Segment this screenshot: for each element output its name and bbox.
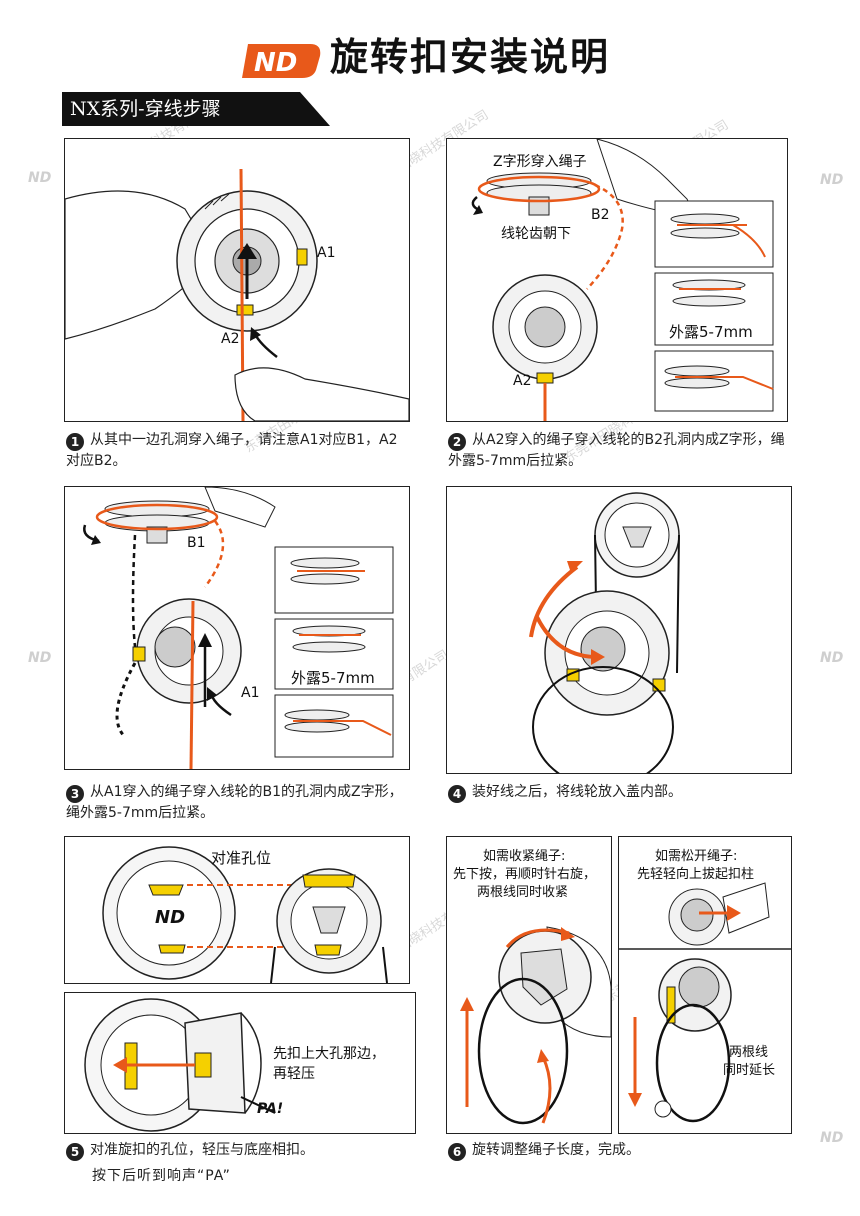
illustration-2 bbox=[471, 139, 774, 421]
label-loosen-title: 如需松开绳子: bbox=[655, 849, 738, 864]
illustration-5b bbox=[84, 998, 276, 1132]
step-3-illustration: B1 外露5-7mm A1 bbox=[64, 486, 410, 770]
illustration-5a: ND bbox=[102, 846, 388, 983]
logo-text: ND bbox=[254, 48, 297, 78]
step-number: 5 bbox=[66, 1143, 84, 1161]
label-tighten-result: 两根线同时收紧 bbox=[477, 885, 569, 900]
label-a1: A1 bbox=[241, 685, 260, 701]
label-press-first: 先扣上大孔那边， bbox=[273, 1046, 385, 1062]
step-5-note: 按下后听到响声“PA” bbox=[92, 1168, 231, 1184]
side-watermark: ND bbox=[28, 650, 52, 666]
logo-text: ND bbox=[155, 907, 185, 928]
label-gear-down: 线轮齿朝下 bbox=[501, 226, 571, 242]
illustration-3 bbox=[83, 487, 394, 769]
series-banner bbox=[62, 92, 330, 126]
side-watermark: ND bbox=[820, 1130, 844, 1146]
step-6-loosen-illustration: 如需松开绳子: 先轻轻向上拔起扣柱 两根线 同时延长 bbox=[618, 836, 792, 1134]
label-a2: A2 bbox=[221, 331, 240, 347]
step-2-illustration: Z字形穿入绳子 B2 线轮齿朝下 外露5-7mm A2 bbox=[446, 138, 788, 422]
label-loosen-step: 先轻轻向上拔起扣柱 bbox=[637, 867, 755, 882]
step-5-align-illustration: ND 对准孔位 bbox=[64, 836, 410, 984]
label-extend-line2: 同时延长 bbox=[723, 1063, 776, 1078]
step-6-tighten-illustration: 如需收紧绳子: 先下按，再顺时针右旋， 两根线同时收紧 bbox=[446, 836, 612, 1134]
brand-logo: ND bbox=[242, 44, 321, 78]
side-watermark: ND bbox=[820, 172, 844, 188]
illustration-1 bbox=[65, 168, 409, 421]
step-1-illustration: A1 A2 bbox=[64, 138, 410, 422]
label-align: 对准孔位 bbox=[211, 849, 272, 867]
illustration-6b bbox=[619, 882, 791, 1123]
step-5-press-illustration: 先扣上大孔那边， 再轻压 PA! bbox=[64, 992, 416, 1134]
label-press-then: 再轻压 bbox=[273, 1066, 315, 1082]
label-z-thread: Z字形穿入绳子 bbox=[493, 154, 587, 170]
label-tighten-title: 如需收紧绳子: bbox=[483, 849, 566, 864]
step-number: 3 bbox=[66, 785, 84, 803]
label-a1: A1 bbox=[317, 245, 336, 261]
step-number: 6 bbox=[448, 1143, 466, 1161]
page-title: 旋转扣安装说明 bbox=[330, 35, 611, 79]
step-number: 4 bbox=[448, 785, 466, 803]
label-b1: B1 bbox=[187, 535, 206, 551]
label-tighten-step: 先下按，再顺时针右旋， bbox=[453, 867, 597, 882]
step-number: 1 bbox=[66, 433, 84, 451]
series-title: NX系列-穿线步骤 bbox=[70, 98, 221, 120]
label-a2: A2 bbox=[513, 373, 532, 389]
label-pa: PA! bbox=[257, 1101, 284, 1117]
step-4-illustration bbox=[446, 486, 792, 774]
step-number: 2 bbox=[448, 433, 466, 451]
label-b2: B2 bbox=[591, 207, 610, 223]
side-watermark: ND bbox=[28, 170, 52, 186]
label-expose: 外露5-7mm bbox=[669, 323, 753, 341]
label-expose: 外露5-7mm bbox=[291, 669, 375, 687]
illustration-6a bbox=[460, 926, 611, 1125]
illustration-4 bbox=[529, 492, 680, 773]
side-watermark: ND bbox=[820, 650, 844, 666]
label-extend-line1: 两根线 bbox=[729, 1045, 769, 1060]
